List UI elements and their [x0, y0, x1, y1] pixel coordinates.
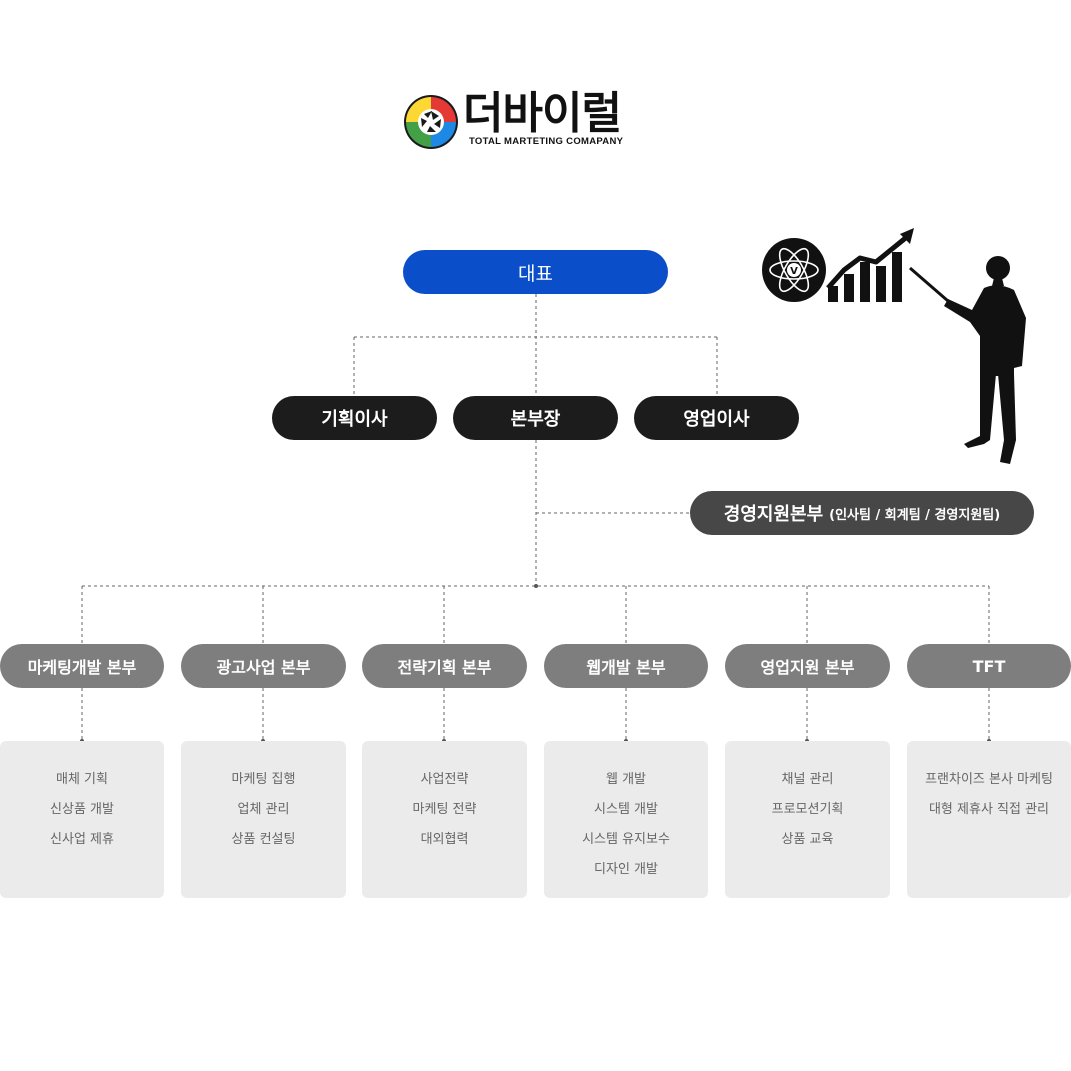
task-item: 웹 개발 — [605, 772, 646, 787]
department-tasks-box: 프랜차이즈 본사 마케팅 대형 제휴사 직접 관리 — [907, 741, 1071, 898]
task-item: 시스템 유지보수 — [582, 832, 670, 847]
support-division-name: 경영지원본부 — [723, 504, 824, 525]
task-item: 마케팅 집행 — [231, 772, 296, 787]
task-item: 대형 제휴사 직접 관리 — [928, 802, 1050, 817]
department-node: 웹개발 본부 — [544, 644, 708, 688]
support-division-teams: (인사팀 / 회계팀 / 경영지원팀) — [829, 507, 1001, 523]
svg-text:V: V — [790, 266, 798, 277]
department-node: 광고사업 본부 — [181, 644, 346, 688]
department-node: TFT — [907, 644, 1071, 688]
task-item: 사업전략 — [420, 772, 469, 787]
department-tasks-box: 웹 개발 시스템 개발 시스템 유지보수 디자인 개발 — [544, 741, 708, 898]
support-division-node: 경영지원본부 (인사팀 / 회계팀 / 경영지원팀) — [690, 491, 1034, 535]
task-item: 대외협력 — [420, 832, 469, 847]
company-name: 더바이럴 — [463, 88, 622, 139]
department-tasks-box: 채널 관리 프로모션기획 상품 교육 — [725, 741, 890, 898]
company-tagline: TOTAL MARTETING COMAPANY — [469, 136, 624, 147]
task-item: 매체 기획 — [56, 772, 108, 787]
department-node: 영업지원 본부 — [725, 644, 890, 688]
department-tasks-box: 마케팅 집행 업체 관리 상품 컨설팅 — [181, 741, 346, 898]
task-item: 상품 컨설팅 — [231, 832, 296, 847]
ceo-node: 대표 — [403, 250, 668, 294]
task-item: 프로모션기획 — [771, 802, 844, 817]
company-logo: 더바이럴 TOTAL MARTETING COMAPANY — [403, 88, 673, 154]
executive-node-planning: 기획이사 — [272, 396, 437, 440]
task-item: 프랜차이즈 본사 마케팅 — [925, 772, 1053, 787]
executive-node-sales: 영업이사 — [634, 396, 799, 440]
department-node: 전략기획 본부 — [362, 644, 527, 688]
presenter-with-growth-chart-icon: V — [762, 228, 1026, 464]
task-item: 마케팅 전략 — [412, 802, 477, 817]
task-item: 신사업 제휴 — [50, 832, 114, 847]
task-item: 신상품 개발 — [50, 802, 114, 817]
department-tasks-box: 매체 기획 신상품 개발 신사업 제휴 — [0, 741, 164, 898]
task-item: 디자인 개발 — [594, 862, 658, 877]
task-item: 채널 관리 — [781, 772, 834, 787]
department-tasks-box: 사업전략 마케팅 전략 대외협력 — [362, 741, 527, 898]
department-node: 마케팅개발 본부 — [0, 644, 164, 688]
camera-aperture-logo-icon — [404, 95, 458, 149]
executive-node-headquarters: 본부장 — [453, 396, 618, 440]
task-item: 업체 관리 — [237, 802, 290, 817]
task-item: 상품 교육 — [781, 832, 834, 847]
task-item: 시스템 개발 — [594, 802, 658, 817]
